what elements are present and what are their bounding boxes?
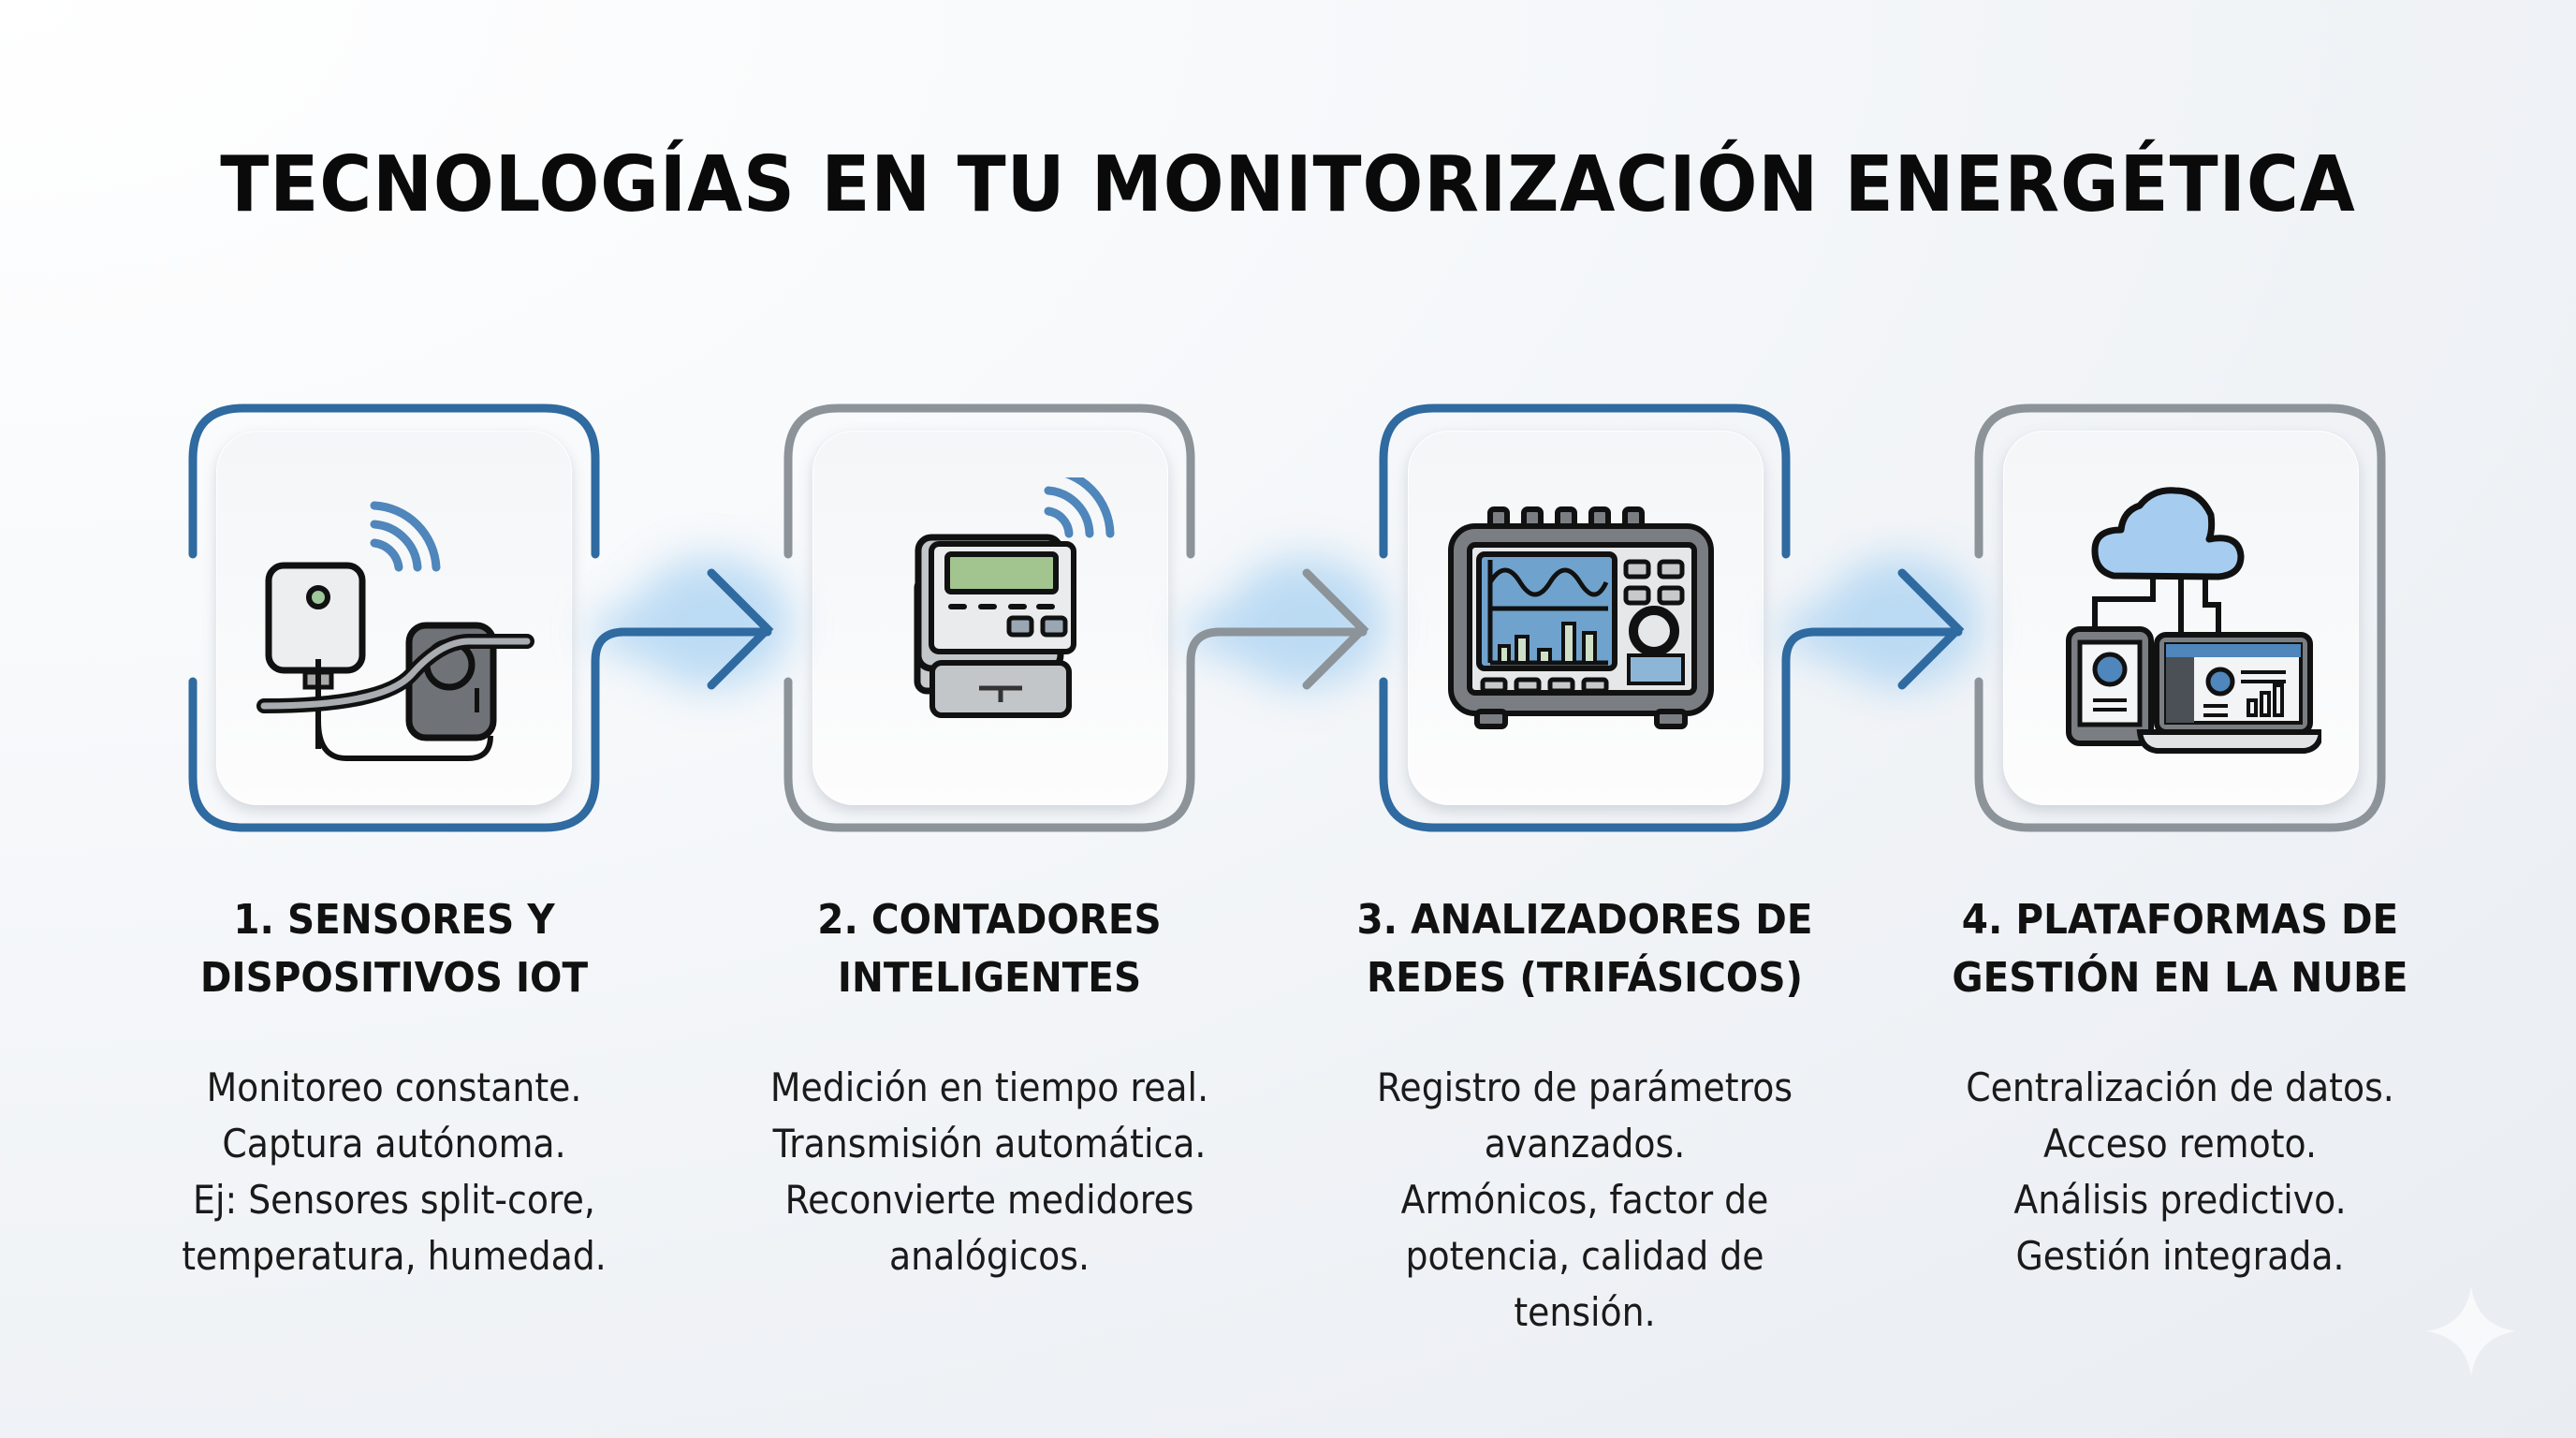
step-2-line: Reconvierte medidores bbox=[784, 1177, 1194, 1223]
step-1-line: Captura autónoma. bbox=[222, 1121, 566, 1167]
step-1-heading-line-2: DISPOSITIVOS IOT bbox=[199, 954, 589, 1002]
smart-meter-icon bbox=[914, 477, 1115, 718]
step-4-line: Centralización de datos. bbox=[1966, 1064, 2394, 1110]
arrow-glow bbox=[590, 557, 1980, 688]
step-4-line: Análisis predictivo. bbox=[2013, 1177, 2347, 1223]
step-3-heading-line-2: REDES (TRIFÁSICOS) bbox=[1366, 954, 1803, 1002]
iot-sensor-split-core-clamp-icon bbox=[256, 501, 534, 761]
card-frame-3 bbox=[1379, 404, 1965, 832]
page-title: TECNOLOGÍAS EN TU MONITORIZACIÓN ENERGÉT… bbox=[220, 140, 2356, 229]
card-frame-2 bbox=[783, 404, 1369, 832]
step-4-description: Centralización de datos. Acceso remoto. … bbox=[1919, 1060, 2441, 1284]
step-4-line: Acceso remoto. bbox=[2042, 1121, 2318, 1167]
step-3-heading: 3. ANALIZADORES DE REDES (TRIFÁSICOS) bbox=[1318, 891, 1852, 1007]
step-4-heading: 4. PLATAFORMAS DE GESTIÓN EN LA NUBE bbox=[1913, 891, 2447, 1007]
step-1-line: temperatura, humedad. bbox=[182, 1233, 607, 1279]
cloud-platform-devices-icon bbox=[2066, 487, 2321, 754]
step-3-description: Registro de parámetros avanzados. Armóni… bbox=[1324, 1060, 1846, 1341]
card-frame-1 bbox=[188, 404, 774, 832]
step-2-description: Medición en tiempo real. Transmisión aut… bbox=[728, 1060, 1251, 1284]
step-1-line: Monitoreo constante. bbox=[206, 1064, 582, 1110]
step-3-line: tensión. bbox=[1514, 1289, 1656, 1335]
step-1-line: Ej: Sensores split-core, bbox=[193, 1177, 595, 1223]
card-frame-4 bbox=[1974, 404, 2386, 832]
step-2-heading-line-2: INTELIGENTES bbox=[837, 954, 1142, 1002]
sparkle-icon bbox=[2426, 1286, 2516, 1376]
step-4-line: Gestión integrada. bbox=[2015, 1233, 2345, 1279]
step-3-line: avanzados. bbox=[1484, 1121, 1686, 1167]
step-2-heading-line-1: 2. CONTADORES bbox=[817, 896, 1162, 944]
step-3-line: Registro de parámetros bbox=[1376, 1064, 1793, 1110]
step-2-line: analógicos. bbox=[888, 1233, 1090, 1279]
step-3-line: potencia, calidad de bbox=[1405, 1233, 1764, 1279]
network-analyzer-icon bbox=[1448, 506, 1714, 729]
step-4-heading-line-1: 4. PLATAFORMAS DE bbox=[1961, 896, 2399, 944]
step-4-heading-line-2: GESTIÓN EN LA NUBE bbox=[1952, 954, 2408, 1002]
step-1-description: Monitoreo constante. Captura autónoma. E… bbox=[133, 1060, 655, 1284]
step-1-heading-line-1: 1. SENSORES Y bbox=[233, 896, 555, 944]
step-1-heading: 1. SENSORES Y DISPOSITIVOS IOT bbox=[127, 891, 661, 1007]
step-2-line: Transmisión automática. bbox=[772, 1121, 1207, 1167]
step-3-line: Armónicos, factor de bbox=[1400, 1177, 1769, 1223]
step-2-heading: 2. CONTADORES INTELIGENTES bbox=[723, 891, 1256, 1007]
step-3-heading-line-1: 3. ANALIZADORES DE bbox=[1356, 896, 1813, 944]
step-2-line: Medición en tiempo real. bbox=[769, 1064, 1209, 1110]
